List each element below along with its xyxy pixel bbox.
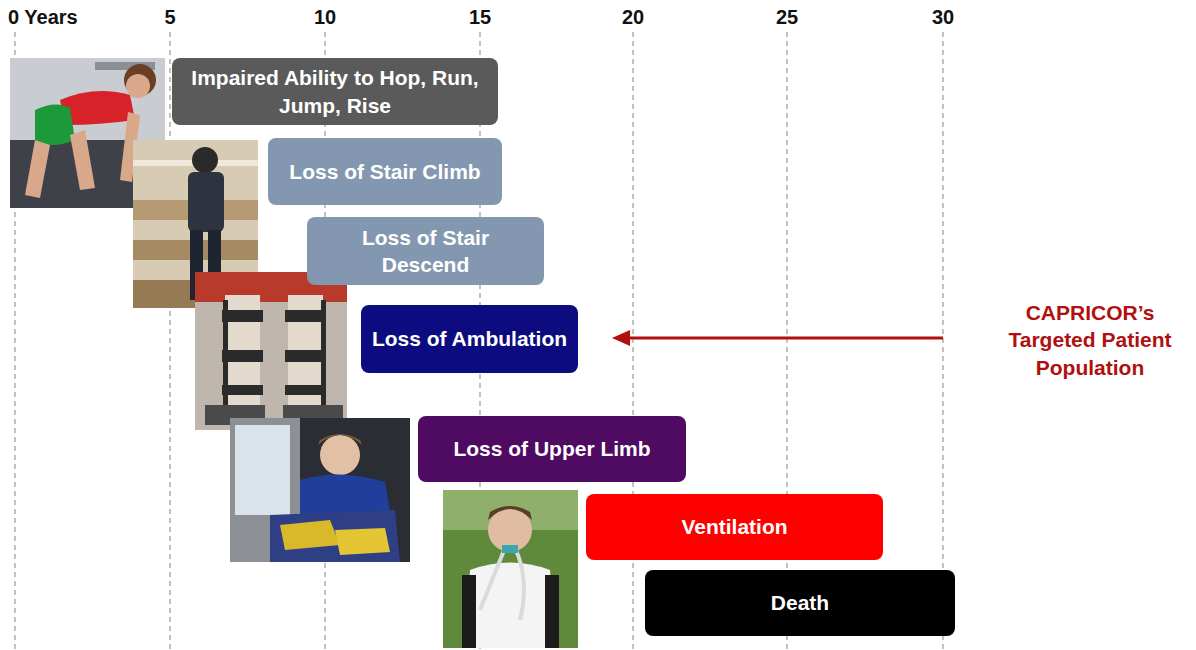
axis-label: 5 [164,6,175,29]
axis-label: 15 [469,6,491,29]
stage-box: Loss of Upper Limb [418,416,686,482]
axis-label: 0 Years [8,6,78,29]
stage-text: Loss of Stair Climb [289,158,480,185]
axis-label: 25 [776,6,798,29]
stage-box: Impaired Ability to Hop, Run, Jump, Rise [172,58,498,125]
stage-text: Loss of Upper Limb [453,435,650,462]
stage-box: Death [645,570,955,636]
photo-wheelchair [230,418,410,562]
axis-label: 30 [932,6,954,29]
stage-text: Ventilation [681,513,787,540]
stage-text: Loss of Stair Descend [317,224,534,279]
target-callout: CAPRICOR’s Targeted Patient Population [990,299,1190,381]
stage-box: Loss of Stair Descend [307,217,544,285]
target-arrow [612,330,943,346]
stage-box: Loss of Stair Climb [268,138,502,205]
axis-label: 10 [314,6,336,29]
photo-leg-braces [195,272,347,430]
photo-ventilator [443,490,578,648]
axis-label: 20 [622,6,644,29]
stage-box: Loss of Ambulation [361,305,578,373]
stage-box: Ventilation [586,494,883,560]
stage-text: Death [771,589,829,616]
stage-text: Loss of Ambulation [372,325,567,352]
stage-text: Impaired Ability to Hop, Run, Jump, Rise [182,64,488,119]
